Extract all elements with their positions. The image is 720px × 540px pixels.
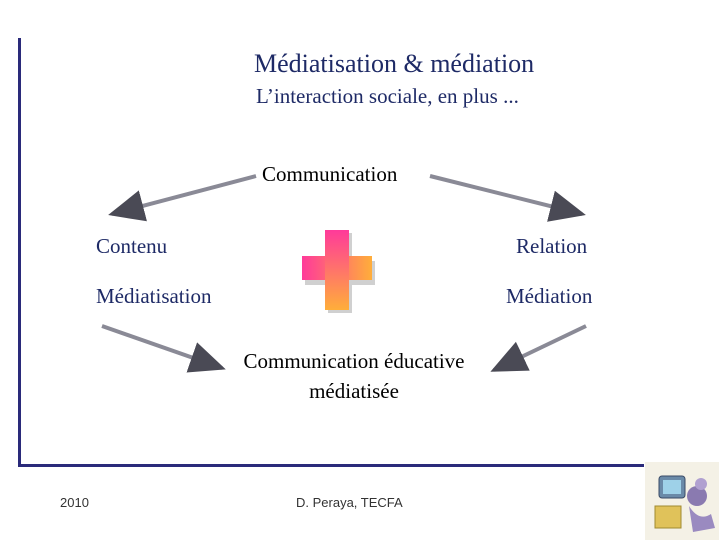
label-contenu: Contenu	[96, 234, 168, 258]
slide-title: Médiatisation & médiation	[254, 49, 535, 78]
slide-subtitle: L’interaction sociale, en plus ...	[256, 84, 519, 108]
mascot-logo	[645, 462, 719, 540]
bottom-node-line1: Communication éducative	[243, 349, 465, 373]
label-mediation: Médiation	[506, 284, 593, 308]
slide-frame-bottom	[18, 464, 644, 467]
label-relation: Relation	[516, 234, 588, 258]
plus-icon	[302, 230, 375, 313]
bottom-node-line2: médiatisée	[309, 379, 399, 403]
communication-educative-node: Communication éducative médiatisée	[226, 346, 482, 406]
arrow-from-mediatisation	[101, 324, 226, 373]
footer-year: 2010	[60, 495, 89, 510]
arrow-from-mediation	[490, 324, 587, 372]
slide-frame-left	[18, 38, 21, 466]
label-mediatisation: Médiatisation	[96, 284, 212, 308]
arrow-to-contenu	[108, 174, 257, 222]
arrow-to-relation	[429, 174, 586, 222]
communication-node: Communication	[258, 162, 402, 187]
footer-author: D. Peraya, TECFA	[296, 495, 403, 510]
